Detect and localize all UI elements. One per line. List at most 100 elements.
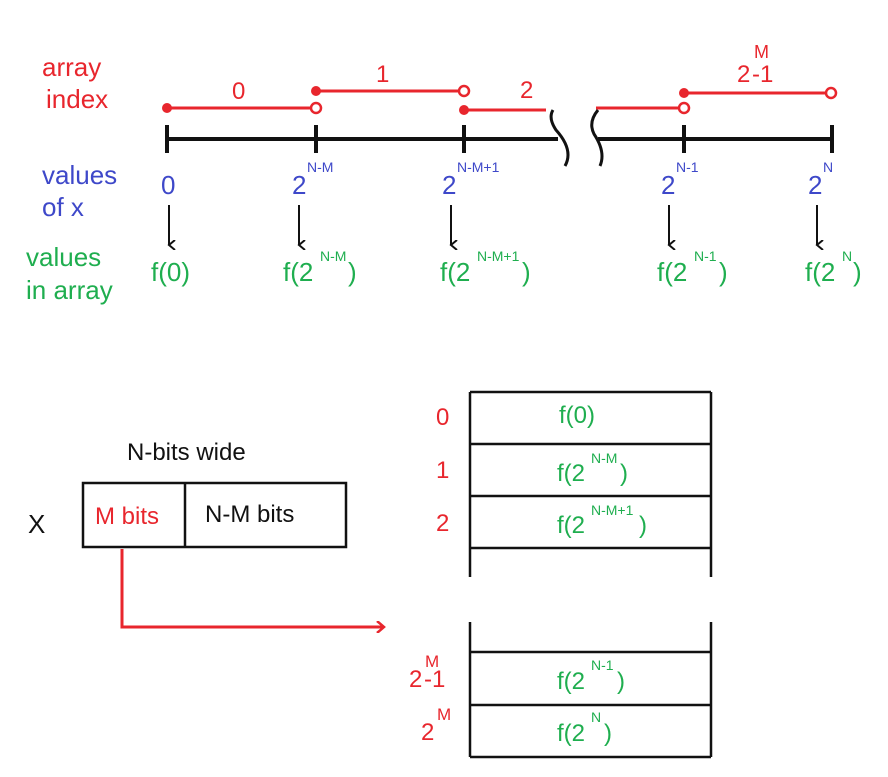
closed-endpoint	[162, 103, 172, 113]
register-field-m-bits: M bits	[95, 503, 159, 530]
table-row-index-suffix: -1	[424, 666, 445, 693]
table-cell-suffix: )	[639, 512, 647, 539]
array-index-label: array index	[42, 52, 108, 114]
array-value-exponent: N-1	[694, 248, 717, 264]
table-row-index-base: 2	[421, 719, 434, 746]
register-width-label: N-bits wide	[127, 439, 246, 466]
register-variable-label: X	[28, 509, 45, 539]
table-cell-suffix: )	[620, 460, 628, 487]
register-field-nm-bits: N-M bits	[205, 501, 294, 528]
array-value-3: f(2 N-1 )	[657, 248, 728, 287]
x-value-4: 2 N	[808, 159, 833, 200]
register-outline	[81, 481, 348, 549]
x-value-exponent: N-1	[676, 159, 699, 175]
closed-endpoint	[311, 86, 321, 96]
x-value-1: 2 N-M	[292, 159, 333, 200]
array-value-prefix: f(2	[440, 257, 470, 287]
x-value-base: 2	[808, 170, 822, 200]
index-label-last: 2 M -1	[737, 42, 773, 88]
table-cell-prefix: f(2	[557, 460, 585, 487]
values-of-x-label: values of x	[42, 160, 117, 222]
array-index-label-line1: array	[42, 52, 101, 82]
index-label-0: 0	[232, 78, 245, 105]
array-value-prefix: f(2	[283, 257, 313, 287]
table-row-index: 2 M	[421, 705, 451, 746]
open-endpoint	[677, 101, 691, 115]
closed-endpoint	[459, 105, 469, 115]
table-cell-exponent: N-M+1	[591, 502, 634, 518]
array-value-suffix: )	[719, 257, 728, 287]
number-line-axis	[165, 109, 834, 167]
table-row-index: 0	[436, 404, 449, 431]
x-value-base: 2	[292, 170, 306, 200]
register-box: M bits N-M bits	[81, 481, 348, 549]
x-value-0: 0	[161, 170, 175, 200]
open-endpoint	[824, 86, 838, 100]
table-row-index: 1	[436, 457, 449, 484]
array-value-1: f(2 N-M )	[283, 248, 357, 287]
open-endpoint	[309, 101, 323, 115]
index-label-last-exp: M	[754, 42, 769, 62]
table-cell-suffix: )	[617, 668, 625, 695]
values-in-array-label: values in array	[26, 242, 113, 305]
array-value-suffix: )	[853, 257, 862, 287]
table-cell-exponent: N-M	[591, 450, 617, 466]
table-cell-exponent: N-1	[591, 657, 614, 673]
index-label-1: 1	[376, 61, 389, 88]
x-value-exponent: N-M	[307, 159, 333, 175]
table-row-index: 2 M -1	[409, 652, 445, 693]
array-value-suffix: )	[348, 257, 357, 287]
table-row: 2 M f(2 N )	[421, 705, 612, 747]
table-cell-value: f(2 N-M+1 )	[557, 502, 647, 539]
table-cell-prefix: f(2	[557, 668, 585, 695]
table-cell-value: f(2 N )	[557, 709, 612, 747]
values-in-array-label-line1: values	[26, 242, 101, 272]
array-value-prefix: f(2	[805, 257, 835, 287]
axis-break-mark	[590, 109, 604, 167]
table-cell-value: f(0)	[559, 402, 595, 429]
x-value-3: 2 N-1	[661, 159, 699, 200]
index-label-last-suffix: -1	[752, 61, 773, 88]
array-value-suffix: )	[522, 257, 531, 287]
table-cell-prefix: f(2	[557, 512, 585, 539]
index-label-2: 2	[520, 77, 533, 104]
table-row-index-exponent: M	[437, 705, 451, 724]
table-row: 2 M -1 f(2 N-1 )	[409, 652, 625, 695]
x-value-base: 2	[442, 170, 456, 200]
values-of-x-label-line2: of x	[42, 192, 84, 222]
index-intervals	[162, 84, 838, 115]
array-value-0: f(0)	[151, 257, 190, 287]
axis-break-mark	[549, 109, 570, 167]
table-row-index: 2	[436, 510, 449, 537]
array-value-2: f(2 N-M+1 )	[440, 248, 531, 287]
x-value-exponent: N-M+1	[457, 159, 500, 175]
table-row: 2 f(2 N-M+1 )	[436, 502, 647, 539]
table-row-index-exponent: M	[425, 652, 439, 671]
open-endpoint	[457, 84, 471, 98]
index-label-last-base: 2	[737, 61, 750, 88]
x-value-2: 2 N-M+1	[442, 159, 500, 200]
mapping-arrows	[169, 205, 817, 245]
table-row: 1 f(2 N-M )	[436, 450, 628, 487]
array-value-exponent: N-M+1	[477, 248, 520, 264]
array-index-label-line2: index	[46, 84, 108, 114]
table-row: 0 f(0)	[436, 402, 595, 431]
table-row-index-base: 2	[409, 666, 422, 693]
array-value-exponent: N-M	[320, 248, 346, 264]
values-of-x-label-line1: values	[42, 160, 117, 190]
table-cell-exponent: N	[591, 709, 601, 725]
x-value-exponent: N	[823, 159, 833, 175]
x-value-base: 2	[661, 170, 675, 200]
table-cell-value: f(2 N-1 )	[557, 657, 625, 695]
table-cell-prefix: f(2	[557, 720, 585, 747]
lookup-table	[468, 390, 713, 759]
table-cell-suffix: )	[604, 720, 612, 747]
array-value-prefix: f(2	[657, 257, 687, 287]
m-bits-pointer-arrow	[120, 549, 384, 627]
array-value-4: f(2 N )	[805, 248, 862, 287]
table-cell-value: f(2 N-M )	[557, 450, 628, 487]
values-in-array-label-line2: in array	[26, 275, 113, 305]
array-value-exponent: N	[842, 248, 852, 264]
closed-endpoint	[679, 88, 689, 98]
